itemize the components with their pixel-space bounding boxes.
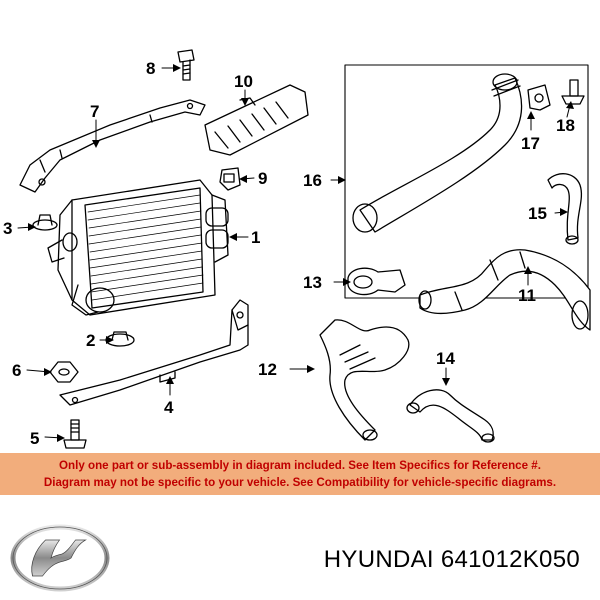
sensor-9 bbox=[219, 167, 241, 191]
part-number: HYUNDAI 641012K050 bbox=[323, 546, 580, 573]
callout-15: 15 bbox=[528, 204, 547, 223]
callout-8: 8 bbox=[146, 59, 155, 78]
upper-bracket bbox=[19, 99, 206, 193]
heat-shield bbox=[204, 84, 309, 156]
intercooler-core bbox=[47, 179, 229, 316]
callout-3: 3 bbox=[3, 219, 12, 238]
callout-12: 12 bbox=[258, 360, 277, 379]
callout-9: 9 bbox=[258, 169, 267, 188]
bolt-5 bbox=[63, 419, 87, 449]
hose-16 bbox=[352, 73, 523, 233]
arrowheads bbox=[28, 64, 574, 442]
callout-4: 4 bbox=[164, 398, 174, 417]
hose-11 bbox=[418, 249, 591, 331]
callout-10: 10 bbox=[234, 72, 253, 91]
hose-15 bbox=[547, 173, 583, 245]
clip-17 bbox=[527, 84, 551, 111]
grommet-3 bbox=[32, 214, 58, 231]
callout-7: 7 bbox=[90, 102, 99, 121]
compatibility-notice: Only one part or sub-assembly in diagram… bbox=[0, 453, 600, 495]
bolt-18 bbox=[561, 79, 585, 105]
callout-1: 1 bbox=[251, 228, 260, 247]
callout-18: 18 bbox=[556, 116, 575, 135]
callout-13: 13 bbox=[303, 273, 322, 292]
callout-6: 6 bbox=[12, 361, 21, 380]
lower-bracket bbox=[59, 299, 249, 406]
hyundai-logo-icon bbox=[10, 524, 110, 592]
parts-diagram: 1 2 3 4 5 6 7 8 9 10 11 12 13 14 15 16 1… bbox=[3, 49, 591, 449]
callout-17: 17 bbox=[521, 134, 540, 153]
callout-14: 14 bbox=[436, 349, 455, 368]
callout-16: 16 bbox=[303, 171, 322, 190]
nut-6 bbox=[49, 361, 79, 383]
notice-line-1: Only one part or sub-assembly in diagram… bbox=[59, 459, 541, 472]
callout-5: 5 bbox=[30, 429, 39, 448]
callout-11: 11 bbox=[518, 286, 536, 305]
bolt-8 bbox=[177, 49, 195, 81]
hose-12 bbox=[319, 319, 410, 441]
notice-line-2: Diagram may not be specific to your vehi… bbox=[43, 476, 557, 489]
callout-2: 2 bbox=[86, 331, 95, 350]
clamp-13 bbox=[347, 267, 406, 296]
hose-14 bbox=[406, 389, 495, 443]
